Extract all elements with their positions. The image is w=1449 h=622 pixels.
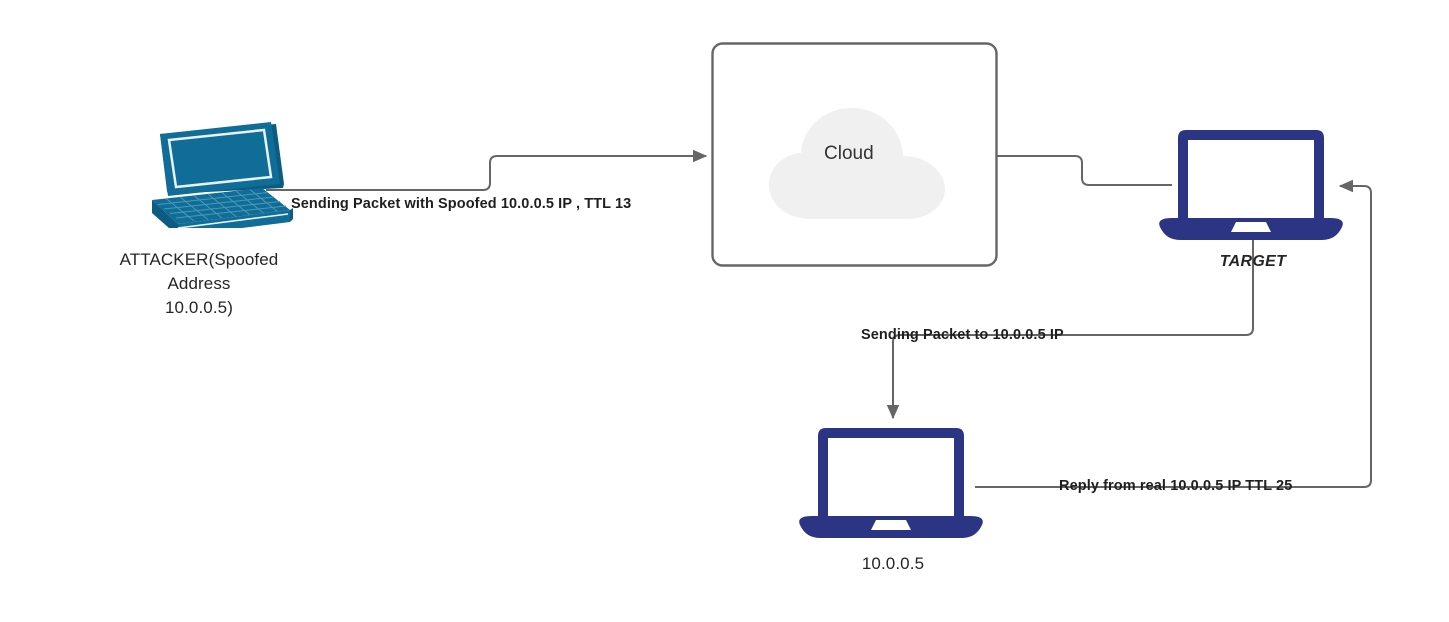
- edge-label-victim-to-target: Reply from real 10.0.0.5 IP TTL 25: [1059, 478, 1293, 494]
- laptop-icon: [799, 428, 983, 538]
- node-target-caption: TARGET: [1219, 253, 1287, 270]
- node-cloud-caption: Cloud: [824, 143, 874, 164]
- edge-cloud-to-target: [996, 155, 1172, 186]
- node-cloud[interactable]: Cloud: [711, 42, 999, 268]
- laptop-isometric-icon: [152, 122, 293, 236]
- node-target[interactable]: TARGET: [1156, 126, 1350, 270]
- node-attacker[interactable]: ATTACKER(Spoofed Address 10.0.0.5): [104, 118, 294, 317]
- node-victim[interactable]: 10.0.0.5: [796, 424, 990, 573]
- laptop-icon: [1159, 130, 1343, 240]
- node-attacker-caption: ATTACKER(Spoofed Address 10.0.0.5): [119, 250, 279, 317]
- edge-target-to-victim: [886, 240, 1254, 420]
- cloud-icon: [711, 42, 998, 267]
- edge-label-attacker-to-cloud: Sending Packet with Spoofed 10.0.0.5 IP …: [291, 196, 632, 212]
- edge-label-target-to-victim: Sending Packet to 10.0.0.5 IP: [861, 327, 1064, 343]
- edge-victim-to-target: [975, 179, 1372, 488]
- node-victim-caption: 10.0.0.5: [861, 554, 925, 573]
- edge-attacker-to-cloud: [266, 149, 708, 191]
